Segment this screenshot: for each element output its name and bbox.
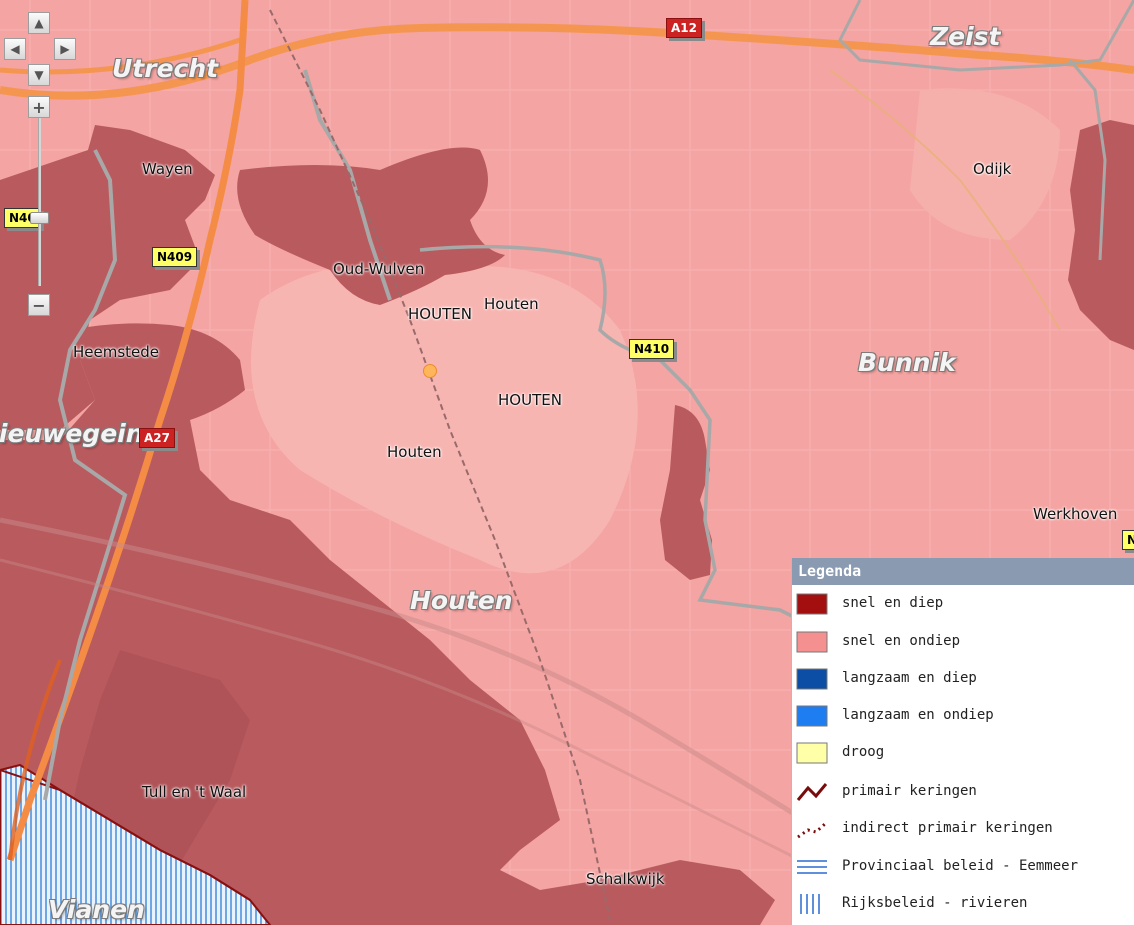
legend-item-langzaam-en-diep: langzaam en diep	[792, 665, 1132, 695]
city-label-zeist: Zeist	[930, 22, 1001, 51]
swatch-snel-en-ondiep	[796, 630, 828, 654]
place-label-houten-caps: HOUTEN	[498, 391, 562, 409]
legend-item-langzaam-en-ondiep: langzaam en ondiep	[792, 702, 1132, 732]
legend-label: Provinciaal beleid - Eemmeer	[842, 858, 1079, 874]
legend-item-snel-en-ondiep: snel en ondiep	[792, 628, 1132, 658]
legend-label: snel en diep	[842, 595, 944, 611]
road-shield-a27: A27	[139, 428, 175, 448]
horizontal-hatch-icon	[796, 855, 828, 879]
place-label-tull-en-t-waal: Tull en 't Waal	[142, 783, 247, 801]
zoom-in-button[interactable]: +	[28, 96, 50, 118]
railway	[269, 9, 611, 921]
city-label-bunnik: Bunnik	[858, 348, 956, 377]
pan-left-button[interactable]: ◀	[4, 38, 26, 60]
legend-label: indirect primair keringen	[842, 820, 1053, 836]
city-label-houten: Houten	[410, 586, 513, 615]
place-label-houten-caps: HOUTEN	[408, 305, 472, 323]
legend-label: langzaam en ondiep	[842, 707, 994, 723]
legend-label: primair keringen	[842, 783, 977, 799]
place-label-oud-wulven: Oud-Wulven	[333, 260, 425, 278]
place-label-wayen: Wayen	[142, 160, 193, 178]
location-marker[interactable]	[423, 364, 437, 378]
place-label-houten: Houten	[484, 295, 539, 313]
legend-label: snel en ondiep	[842, 633, 961, 649]
zoom-slider-thumb[interactable]	[30, 212, 49, 224]
legend-title: Legenda	[792, 558, 1134, 585]
legend-item-rijksbeleid-rivieren: Rijksbeleid - rivieren	[792, 890, 1132, 920]
swatch-langzaam-en-ondiep	[796, 704, 828, 728]
legend-panel: Legenda snel en diep snel en ondiep lang…	[791, 558, 1134, 925]
legend-label: langzaam en diep	[842, 670, 977, 686]
road-provincial	[43, 149, 128, 801]
zone-deep	[660, 405, 712, 580]
line-symbol-icon	[796, 780, 828, 804]
legend-item-provinciaal-beleid: Provinciaal beleid - Eemmeer	[792, 853, 1132, 883]
road-shield-n410: N410	[629, 339, 675, 359]
urban-area-odijk	[910, 88, 1060, 240]
legend-label: Rijksbeleid - rivieren	[842, 895, 1028, 911]
pan-right-button[interactable]: ▶	[54, 38, 76, 60]
legend-item-snel-en-diep: snel en diep	[792, 590, 1132, 620]
place-label-schalkwijk: Schalkwijk	[586, 870, 665, 888]
road-n410	[419, 244, 801, 622]
place-label-odijk: Odijk	[973, 160, 1012, 178]
urban-area	[251, 264, 638, 574]
swatch-snel-en-diep	[796, 592, 828, 616]
road-shield-n: N	[1122, 530, 1134, 550]
road-a27	[6, 0, 249, 862]
city-label-utrecht: Utrecht	[112, 54, 219, 83]
pan-up-button[interactable]: ▲	[28, 12, 50, 34]
zone-deep	[237, 147, 505, 305]
road-shield-a12: A12	[666, 18, 702, 38]
legend-label: droog	[842, 744, 885, 760]
pan-down-button[interactable]: ▼	[28, 64, 50, 86]
legend-item-indirect-primair-keringen: indirect primair keringen	[792, 815, 1132, 845]
city-label-vianen: Vianen	[48, 895, 145, 924]
vertical-hatch-icon	[796, 892, 828, 916]
legend-item-primair-keringen: primair keringen	[792, 778, 1132, 808]
place-label-werkhoven: Werkhoven	[1033, 505, 1118, 523]
swatch-droog	[796, 741, 828, 765]
city-label-nieuwegein: Nieuwegein	[0, 419, 144, 448]
dotted-line-icon	[796, 817, 828, 841]
place-label-heemstede: Heemstede	[73, 343, 160, 361]
swatch-langzaam-en-diep	[796, 667, 828, 691]
legend-item-droog: droog	[792, 739, 1132, 769]
place-label-houten: Houten	[387, 443, 442, 461]
road-shield-n409: N409	[152, 247, 198, 267]
zoom-slider-track[interactable]	[38, 118, 41, 286]
zoom-out-button[interactable]: −	[28, 294, 50, 316]
road-a12	[0, 23, 1134, 100]
